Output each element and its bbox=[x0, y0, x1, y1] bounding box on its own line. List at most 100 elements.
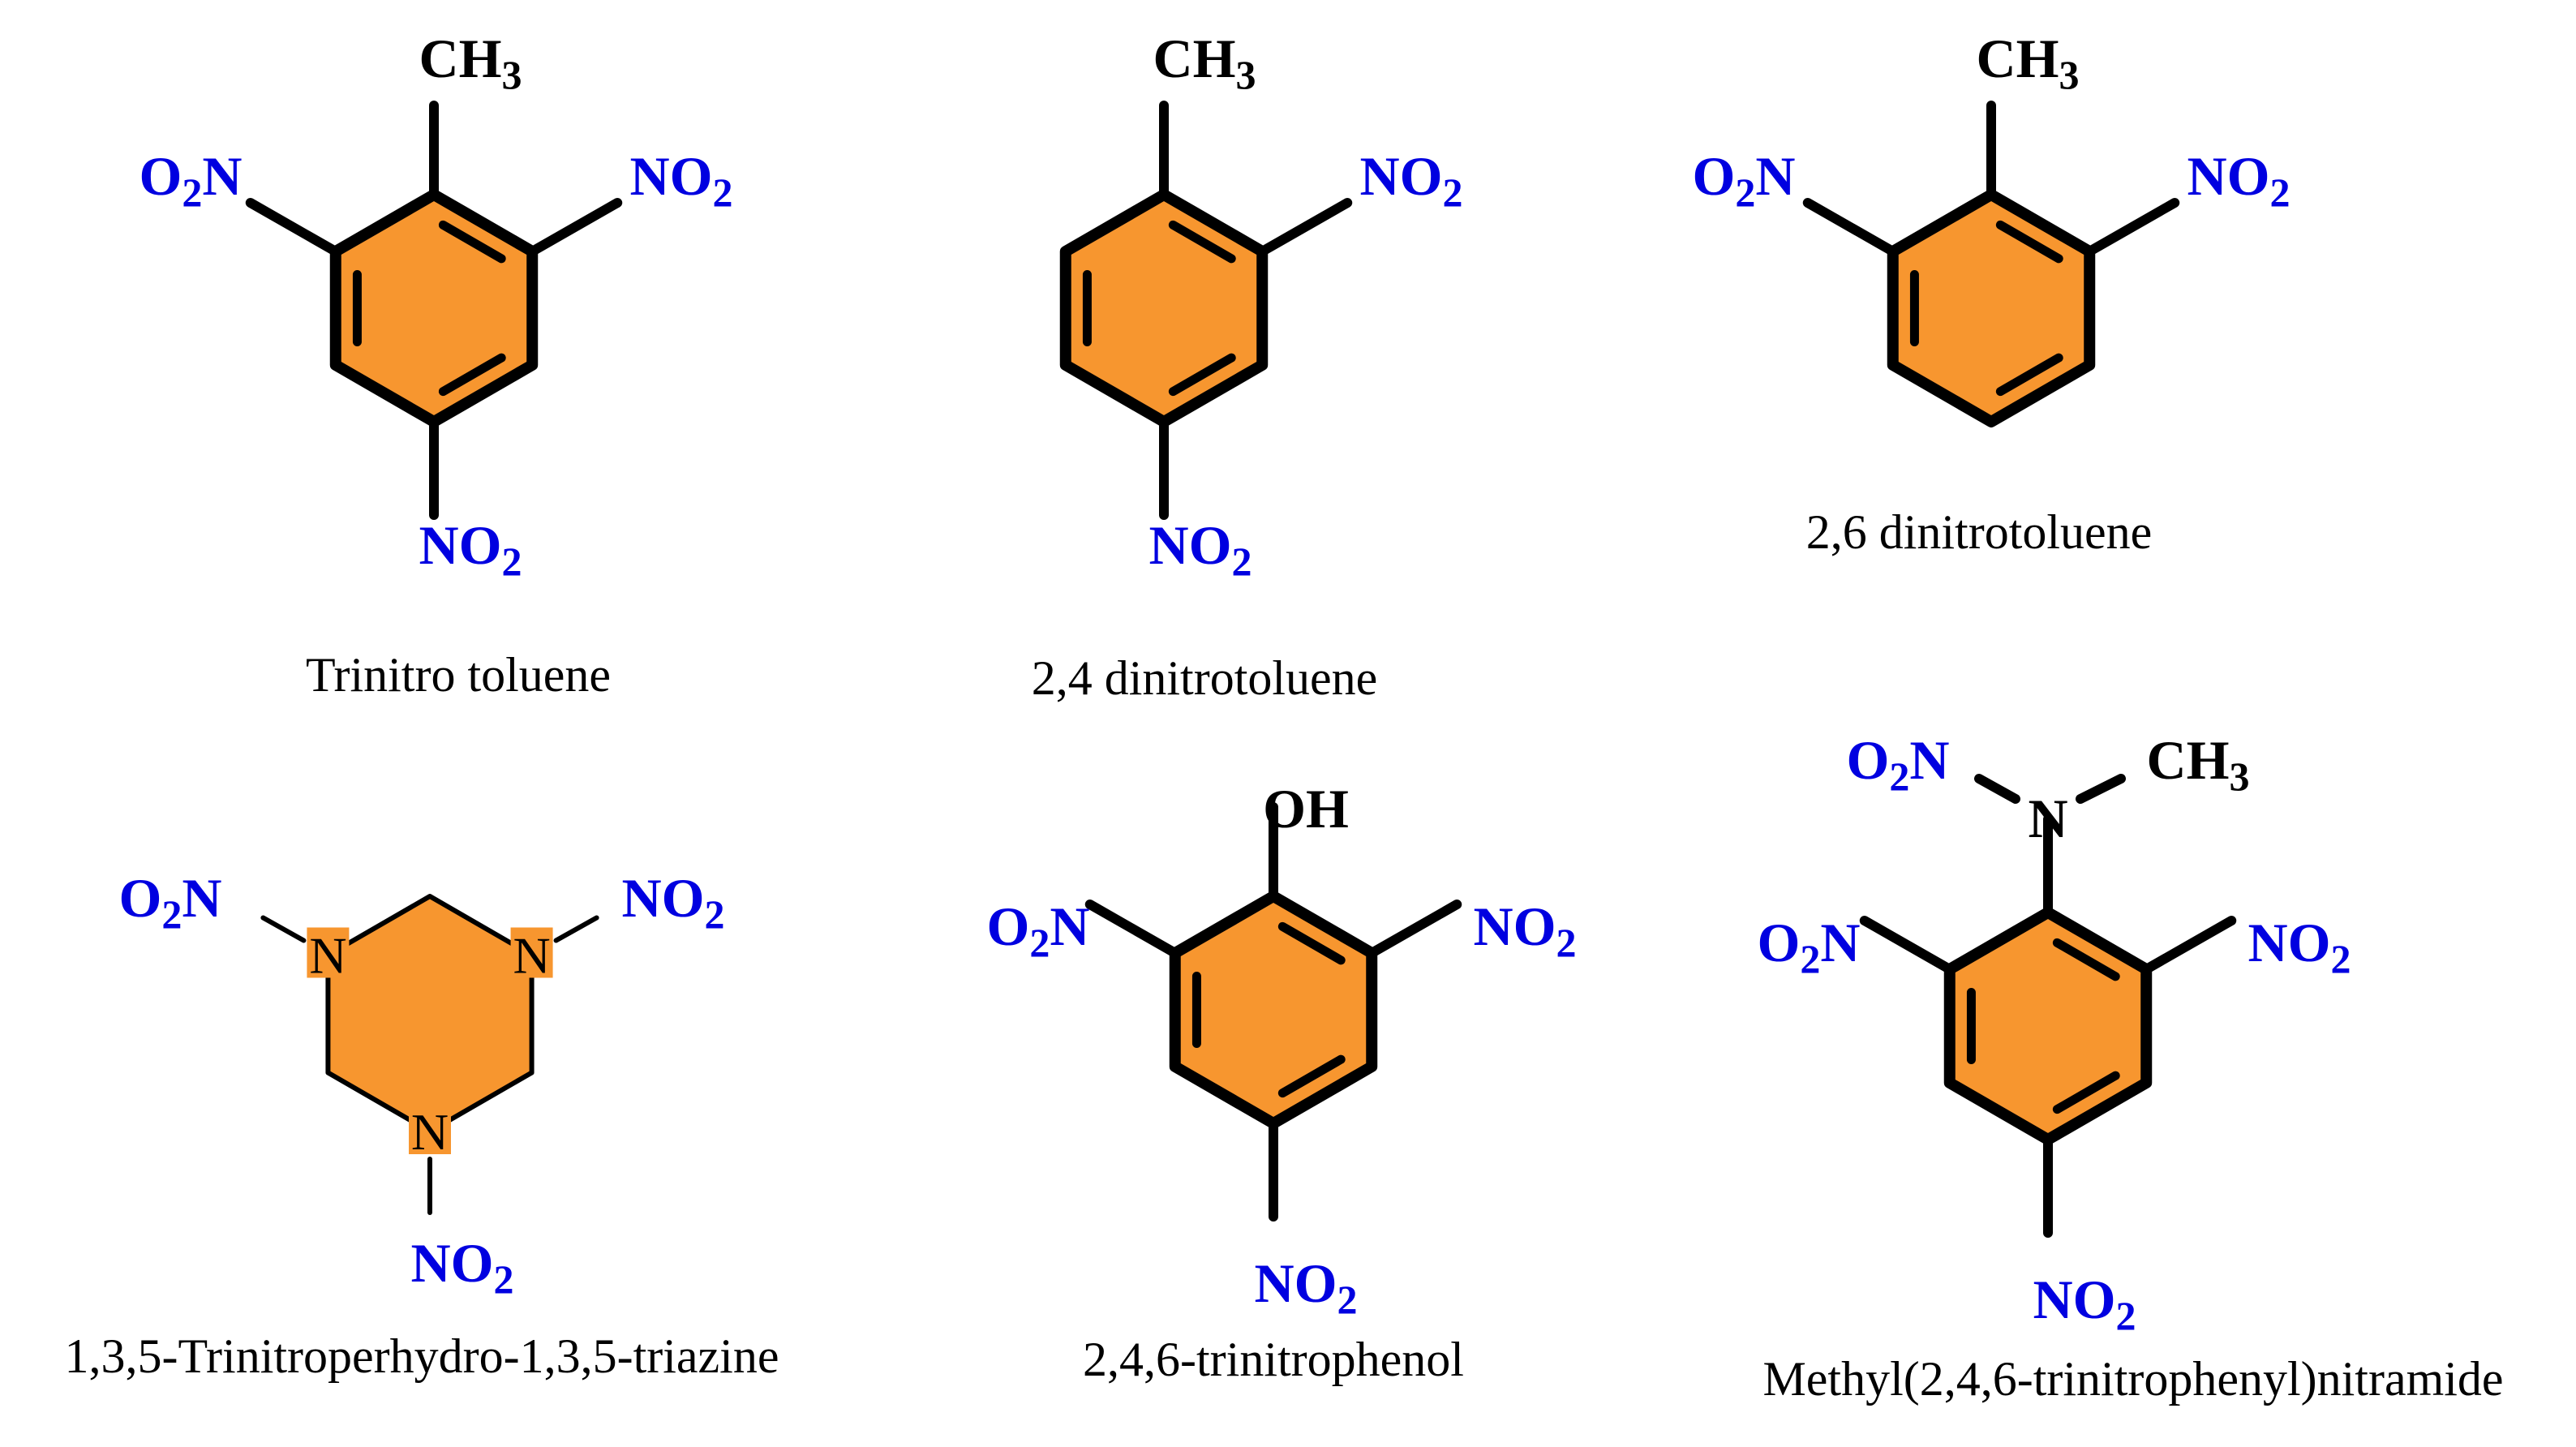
atom-label: NO bbox=[1149, 514, 1232, 576]
atom-label: N bbox=[1820, 912, 1860, 973]
n-ch3-bond bbox=[2076, 774, 2126, 804]
substituent-bond bbox=[245, 198, 341, 256]
ring-atom-backdrop bbox=[307, 927, 350, 978]
subscript-label: 2 bbox=[1443, 170, 1463, 215]
group-label: O2N bbox=[1757, 912, 1860, 981]
subscript-label: 2 bbox=[2331, 936, 2351, 981]
subscript-label: 2 bbox=[494, 1256, 514, 1302]
substituent-bond bbox=[1084, 900, 1180, 958]
aromatic-ring bbox=[1169, 891, 1378, 1129]
atom-label: NO bbox=[2248, 912, 2331, 973]
group-label: CH3 bbox=[2147, 729, 2250, 799]
subscript-label: 2 bbox=[2270, 170, 2290, 215]
subscript-label: 2 bbox=[705, 891, 725, 937]
atom-label: NO bbox=[1474, 895, 1556, 957]
atom-label: NO bbox=[622, 867, 705, 929]
subscript-label: 2 bbox=[1232, 539, 1252, 584]
double-bond-line bbox=[2052, 1071, 2120, 1114]
atom-label: NO bbox=[1255, 1252, 1337, 1314]
double-bond-line bbox=[438, 353, 506, 397]
group-label: OH bbox=[1263, 778, 1349, 839]
atom-label: NO bbox=[411, 1232, 494, 1294]
aromatic-ring bbox=[1059, 189, 1269, 427]
ring-nitrogen: N bbox=[411, 1103, 449, 1161]
atom-label: N bbox=[182, 867, 221, 929]
aromatic-ring bbox=[329, 189, 539, 427]
atom-label: N bbox=[1050, 895, 1089, 957]
double-bond-line bbox=[1168, 353, 1236, 397]
double-bond-line bbox=[1995, 353, 2063, 397]
atom-label: CH bbox=[1153, 28, 1236, 89]
group-label: NO2 bbox=[2248, 912, 2351, 981]
triazine-ring bbox=[325, 894, 535, 1134]
molecule-name: 2,4 dinitrotoluene bbox=[1032, 651, 1378, 705]
substituent-bond bbox=[2084, 198, 2180, 256]
subscript-label: 2 bbox=[1337, 1277, 1358, 1322]
molecule-name: 2,4,6-trinitrophenol bbox=[1083, 1333, 1464, 1386]
double-bond-line bbox=[1995, 220, 2063, 264]
group-label: NO2 bbox=[411, 1232, 514, 1302]
atom-label: O bbox=[1846, 729, 1889, 791]
substituent-bond bbox=[1257, 198, 1353, 256]
double-bond-line bbox=[438, 220, 506, 264]
subscript-label: 2 bbox=[502, 539, 522, 584]
atom-label: O bbox=[118, 867, 161, 929]
substituent-bond bbox=[1859, 916, 1955, 974]
double-bond-line bbox=[1277, 1054, 1346, 1098]
atom-label: NO bbox=[2187, 145, 2270, 207]
aromatic-ring bbox=[1943, 907, 2153, 1145]
atom-label: N bbox=[1755, 145, 1795, 207]
subscript-label: 2 bbox=[1889, 754, 1909, 799]
molecule-name: 1,3,5-Trinitroperhydro-1,3,5-triazine bbox=[65, 1329, 779, 1383]
group-label: NO2 bbox=[1360, 145, 1463, 215]
subscript-label: 2 bbox=[713, 170, 733, 215]
molecule-name: Methyl(2,4,6-trinitrophenyl)nitramide bbox=[1762, 1352, 2503, 1406]
subscript-label: 2 bbox=[2116, 1293, 2136, 1338]
atom-label: O bbox=[1692, 145, 1735, 207]
n-no2-bond bbox=[553, 915, 599, 943]
group-label: CH3 bbox=[1153, 28, 1256, 97]
atom-label: O bbox=[139, 145, 182, 207]
atom-label: CH bbox=[2147, 729, 2230, 791]
subscript-label: 3 bbox=[1236, 52, 1256, 97]
subscript-label: 2 bbox=[161, 891, 182, 937]
molecule-tetryl: Methyl(2,4,6-trinitrophenyl)nitramide NO… bbox=[1757, 729, 2503, 1406]
double-bond-line bbox=[2052, 938, 2120, 981]
subscript-label: 2 bbox=[1800, 936, 1820, 981]
atom-label: N bbox=[1909, 729, 1949, 791]
group-label: NO2 bbox=[622, 867, 725, 937]
group-label: NO2 bbox=[1255, 1252, 1358, 1322]
double-bond-line bbox=[1168, 220, 1236, 264]
group-label: O2N bbox=[1692, 145, 1795, 215]
subscript-label: 3 bbox=[2059, 52, 2080, 97]
group-label: NO2 bbox=[2187, 145, 2290, 215]
molecule-name: Trinitro toluene bbox=[306, 648, 611, 702]
group-label: O2N bbox=[118, 867, 221, 937]
atom-label: NO bbox=[2033, 1269, 2116, 1330]
ring-nitrogen: N bbox=[309, 927, 346, 985]
atom-label: CH bbox=[419, 28, 502, 89]
atom-label: N bbox=[2028, 788, 2067, 849]
group-label: N bbox=[2028, 788, 2067, 849]
group-label: CH3 bbox=[419, 28, 522, 97]
atom-label: NO bbox=[630, 145, 713, 207]
subscript-label: 2 bbox=[1029, 920, 1050, 965]
group-label: O2N bbox=[139, 145, 242, 215]
subscript-label: 3 bbox=[2230, 754, 2250, 799]
subscript-label: 3 bbox=[502, 52, 522, 97]
molecule-name: 2,6 dinitrotoluene bbox=[1806, 505, 2153, 559]
substituent-bond bbox=[527, 198, 623, 256]
molecule-rdx: 1,3,5-Trinitroperhydro-1,3,5-triazine N N… bbox=[65, 867, 779, 1383]
atom-label: O bbox=[986, 895, 1029, 957]
n-no2-bond bbox=[1974, 774, 2020, 804]
atom-label: N bbox=[202, 145, 242, 207]
atom-label: CH bbox=[1977, 28, 2059, 89]
group-label: O2N bbox=[1846, 729, 1949, 799]
ring-atom-backdrop bbox=[510, 927, 553, 978]
aromatic-ring bbox=[1887, 189, 2096, 427]
